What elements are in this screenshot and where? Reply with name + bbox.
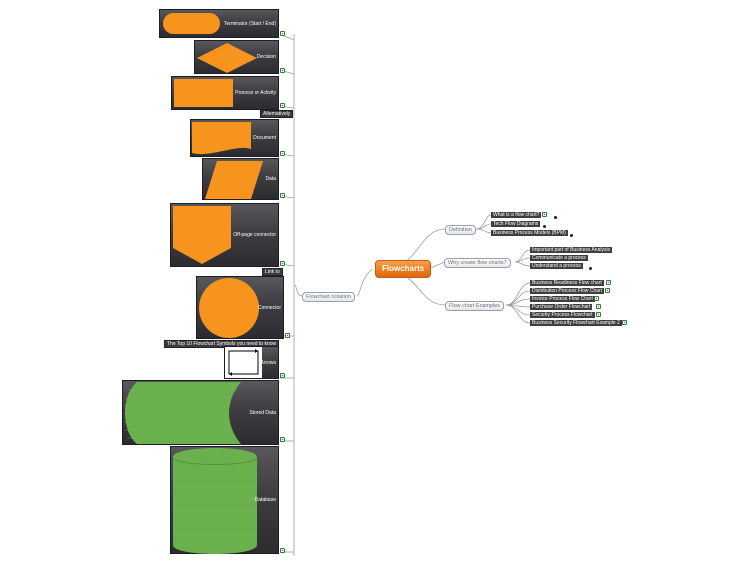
- bullet-icon: [543, 225, 546, 228]
- link-icon[interactable]: [596, 304, 601, 309]
- link-icon[interactable]: [606, 280, 611, 285]
- link-icon[interactable]: [594, 296, 599, 301]
- symbol-card-offpage: Off-page connector: [170, 203, 279, 267]
- link-icon[interactable]: [280, 193, 285, 198]
- link-icon[interactable]: [280, 373, 285, 378]
- tag-top10[interactable]: The Top 10 Flowchart Symbols you need to…: [164, 340, 280, 348]
- terminator-shape: [163, 13, 220, 34]
- link-icon[interactable]: [280, 151, 285, 156]
- connector-shape: [199, 278, 259, 338]
- bullet-icon: [589, 267, 592, 270]
- leaf-what-is-flow-chart[interactable]: What is a flow chart?: [491, 212, 542, 218]
- leaf-important-part-business-analysis[interactable]: Important part of Business Analysis: [530, 247, 613, 253]
- symbol-label-document: Document: [253, 135, 276, 141]
- symbol-card-connector: Connector: [196, 276, 284, 339]
- leaf-example-purchase-order[interactable]: Purchase Order Flowchart: [530, 304, 593, 310]
- leaf-example-business-readiness[interactable]: Business Readiness Flow chart: [530, 280, 604, 286]
- symbol-label-terminator: Terminator (Start / End): [224, 20, 276, 27]
- process-shape: [174, 79, 233, 107]
- link-icon[interactable]: [280, 261, 285, 266]
- bullet-icon: [570, 234, 573, 237]
- leaf-example-invoice-process[interactable]: Invoice Process Flow Chart: [530, 296, 595, 302]
- symbol-card-terminator: Terminator (Start / End): [159, 9, 279, 38]
- symbol-card-stored-data: Stored Data: [122, 380, 279, 445]
- offpage-connector-shape: [173, 206, 231, 264]
- symbol-card-arrows: Arrows: [224, 346, 279, 379]
- link-icon[interactable]: [285, 333, 290, 338]
- link-icon[interactable]: [596, 312, 601, 317]
- data-shape: [205, 161, 263, 199]
- arrows-shape: [228, 349, 259, 376]
- symbol-label-data: Data: [265, 176, 276, 182]
- symbol-card-data: Data: [202, 158, 279, 200]
- leaf-business-process-models[interactable]: Business Process Models (BPM): [491, 230, 568, 236]
- symbol-label-decision: Decision: [256, 54, 276, 60]
- node-why-create-flow-charts[interactable]: Why create flow charts?: [444, 258, 511, 268]
- symbol-card-process: Process or Activity: [171, 76, 279, 110]
- link-icon[interactable]: [280, 31, 285, 36]
- decision-shape: [197, 43, 257, 73]
- node-flow-chart-examples[interactable]: Flow chart Examples: [445, 301, 505, 311]
- leaf-example-business-security[interactable]: Business Security Flowchart Example 2: [530, 320, 622, 326]
- leaf-tech-flow-diagrams[interactable]: Tech Flow Diagrams: [491, 221, 541, 227]
- symbol-label-arrows: Arrows: [260, 359, 276, 366]
- document-shape: [192, 122, 251, 155]
- symbol-label-stored-data: Stored Data: [249, 409, 276, 416]
- database-shape: [172, 448, 258, 554]
- link-icon[interactable]: [280, 548, 285, 553]
- symbol-card-document: Document: [190, 119, 279, 157]
- stored-data-shape: [124, 382, 241, 444]
- link-icon[interactable]: [605, 288, 610, 293]
- tag-alternatively: Alternatively: [260, 110, 294, 118]
- leaf-example-distribution-process[interactable]: Distribution Process Flow Chart: [530, 288, 605, 294]
- symbol-card-database: Database: [170, 446, 279, 554]
- leaf-example-security-process[interactable]: Security Process Flowchart: [530, 312, 595, 318]
- tag-link-to[interactable]: Link to: [262, 268, 283, 276]
- leaf-communicate-process[interactable]: Communicate a process: [530, 255, 588, 261]
- link-icon[interactable]: [280, 103, 285, 108]
- symbol-label-connector: Connector: [257, 304, 281, 311]
- link-icon[interactable]: [280, 437, 285, 442]
- root-node-flowcharts[interactable]: Flowcharts: [375, 260, 432, 278]
- link-icon[interactable]: [542, 212, 547, 217]
- symbol-card-decision: Decision: [194, 40, 279, 74]
- symbol-label-offpage: Off-page connector: [233, 232, 276, 238]
- node-flowchart-notation[interactable]: Flowchart notation: [302, 292, 355, 302]
- leaf-understand-process[interactable]: Understand a process: [530, 263, 583, 269]
- node-definition[interactable]: Definition: [445, 225, 476, 235]
- link-icon[interactable]: [622, 320, 627, 325]
- bullet-icon: [554, 216, 557, 219]
- link-icon[interactable]: [280, 68, 285, 73]
- symbol-label-process: Process or Activity: [235, 90, 276, 96]
- symbol-label-database: Database: [254, 497, 276, 503]
